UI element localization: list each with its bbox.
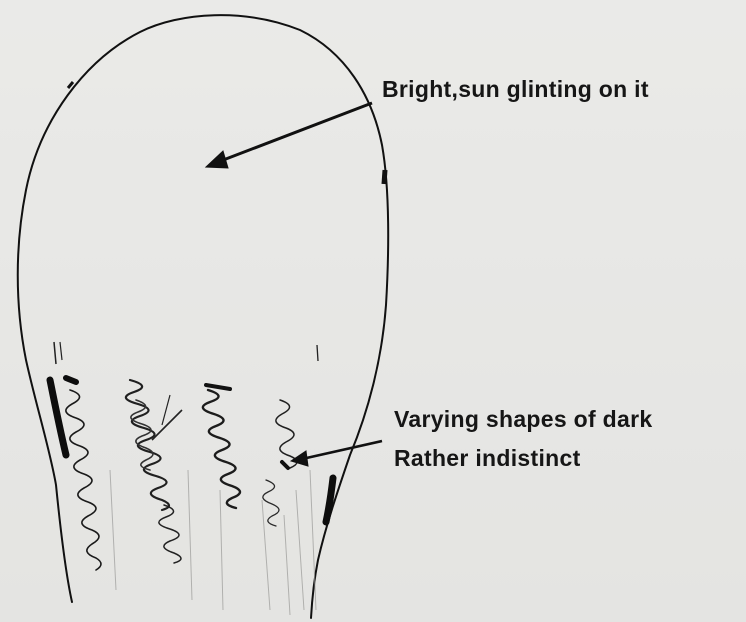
bright-area-note: Bright,sun glinting on it xyxy=(382,78,649,101)
dark-shapes-note: Varying shapes of dark xyxy=(394,408,652,431)
indistinct-note: Rather indistinct xyxy=(394,447,581,470)
dark-mark-left-small xyxy=(66,378,76,382)
outline-mark-right xyxy=(384,170,385,184)
